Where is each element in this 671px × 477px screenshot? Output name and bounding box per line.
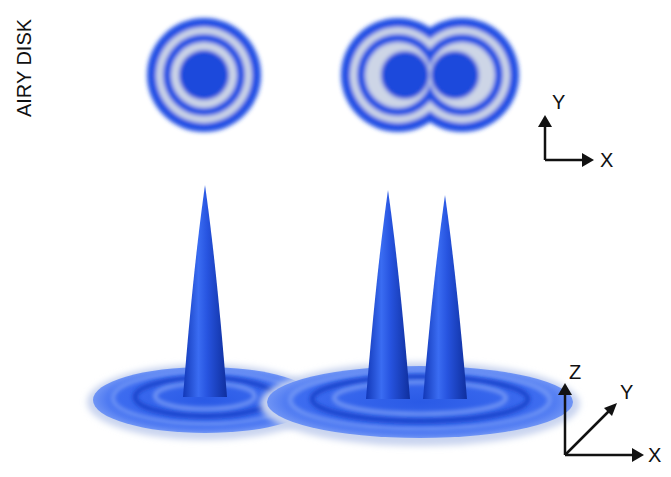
axis-label: X — [648, 445, 661, 465]
airy-disk-single — [147, 18, 261, 132]
axis-label: X — [600, 150, 613, 170]
airy-disk-double — [341, 18, 519, 132]
airy-3d-double — [260, 190, 580, 446]
axis-label: Z — [569, 362, 581, 382]
axis-label: Y — [620, 382, 633, 402]
axes-3d — [558, 383, 644, 462]
axes-2d — [538, 115, 594, 167]
axis-label: Y — [552, 92, 565, 112]
title-vertical-label: AIRY DISK — [14, 19, 34, 117]
